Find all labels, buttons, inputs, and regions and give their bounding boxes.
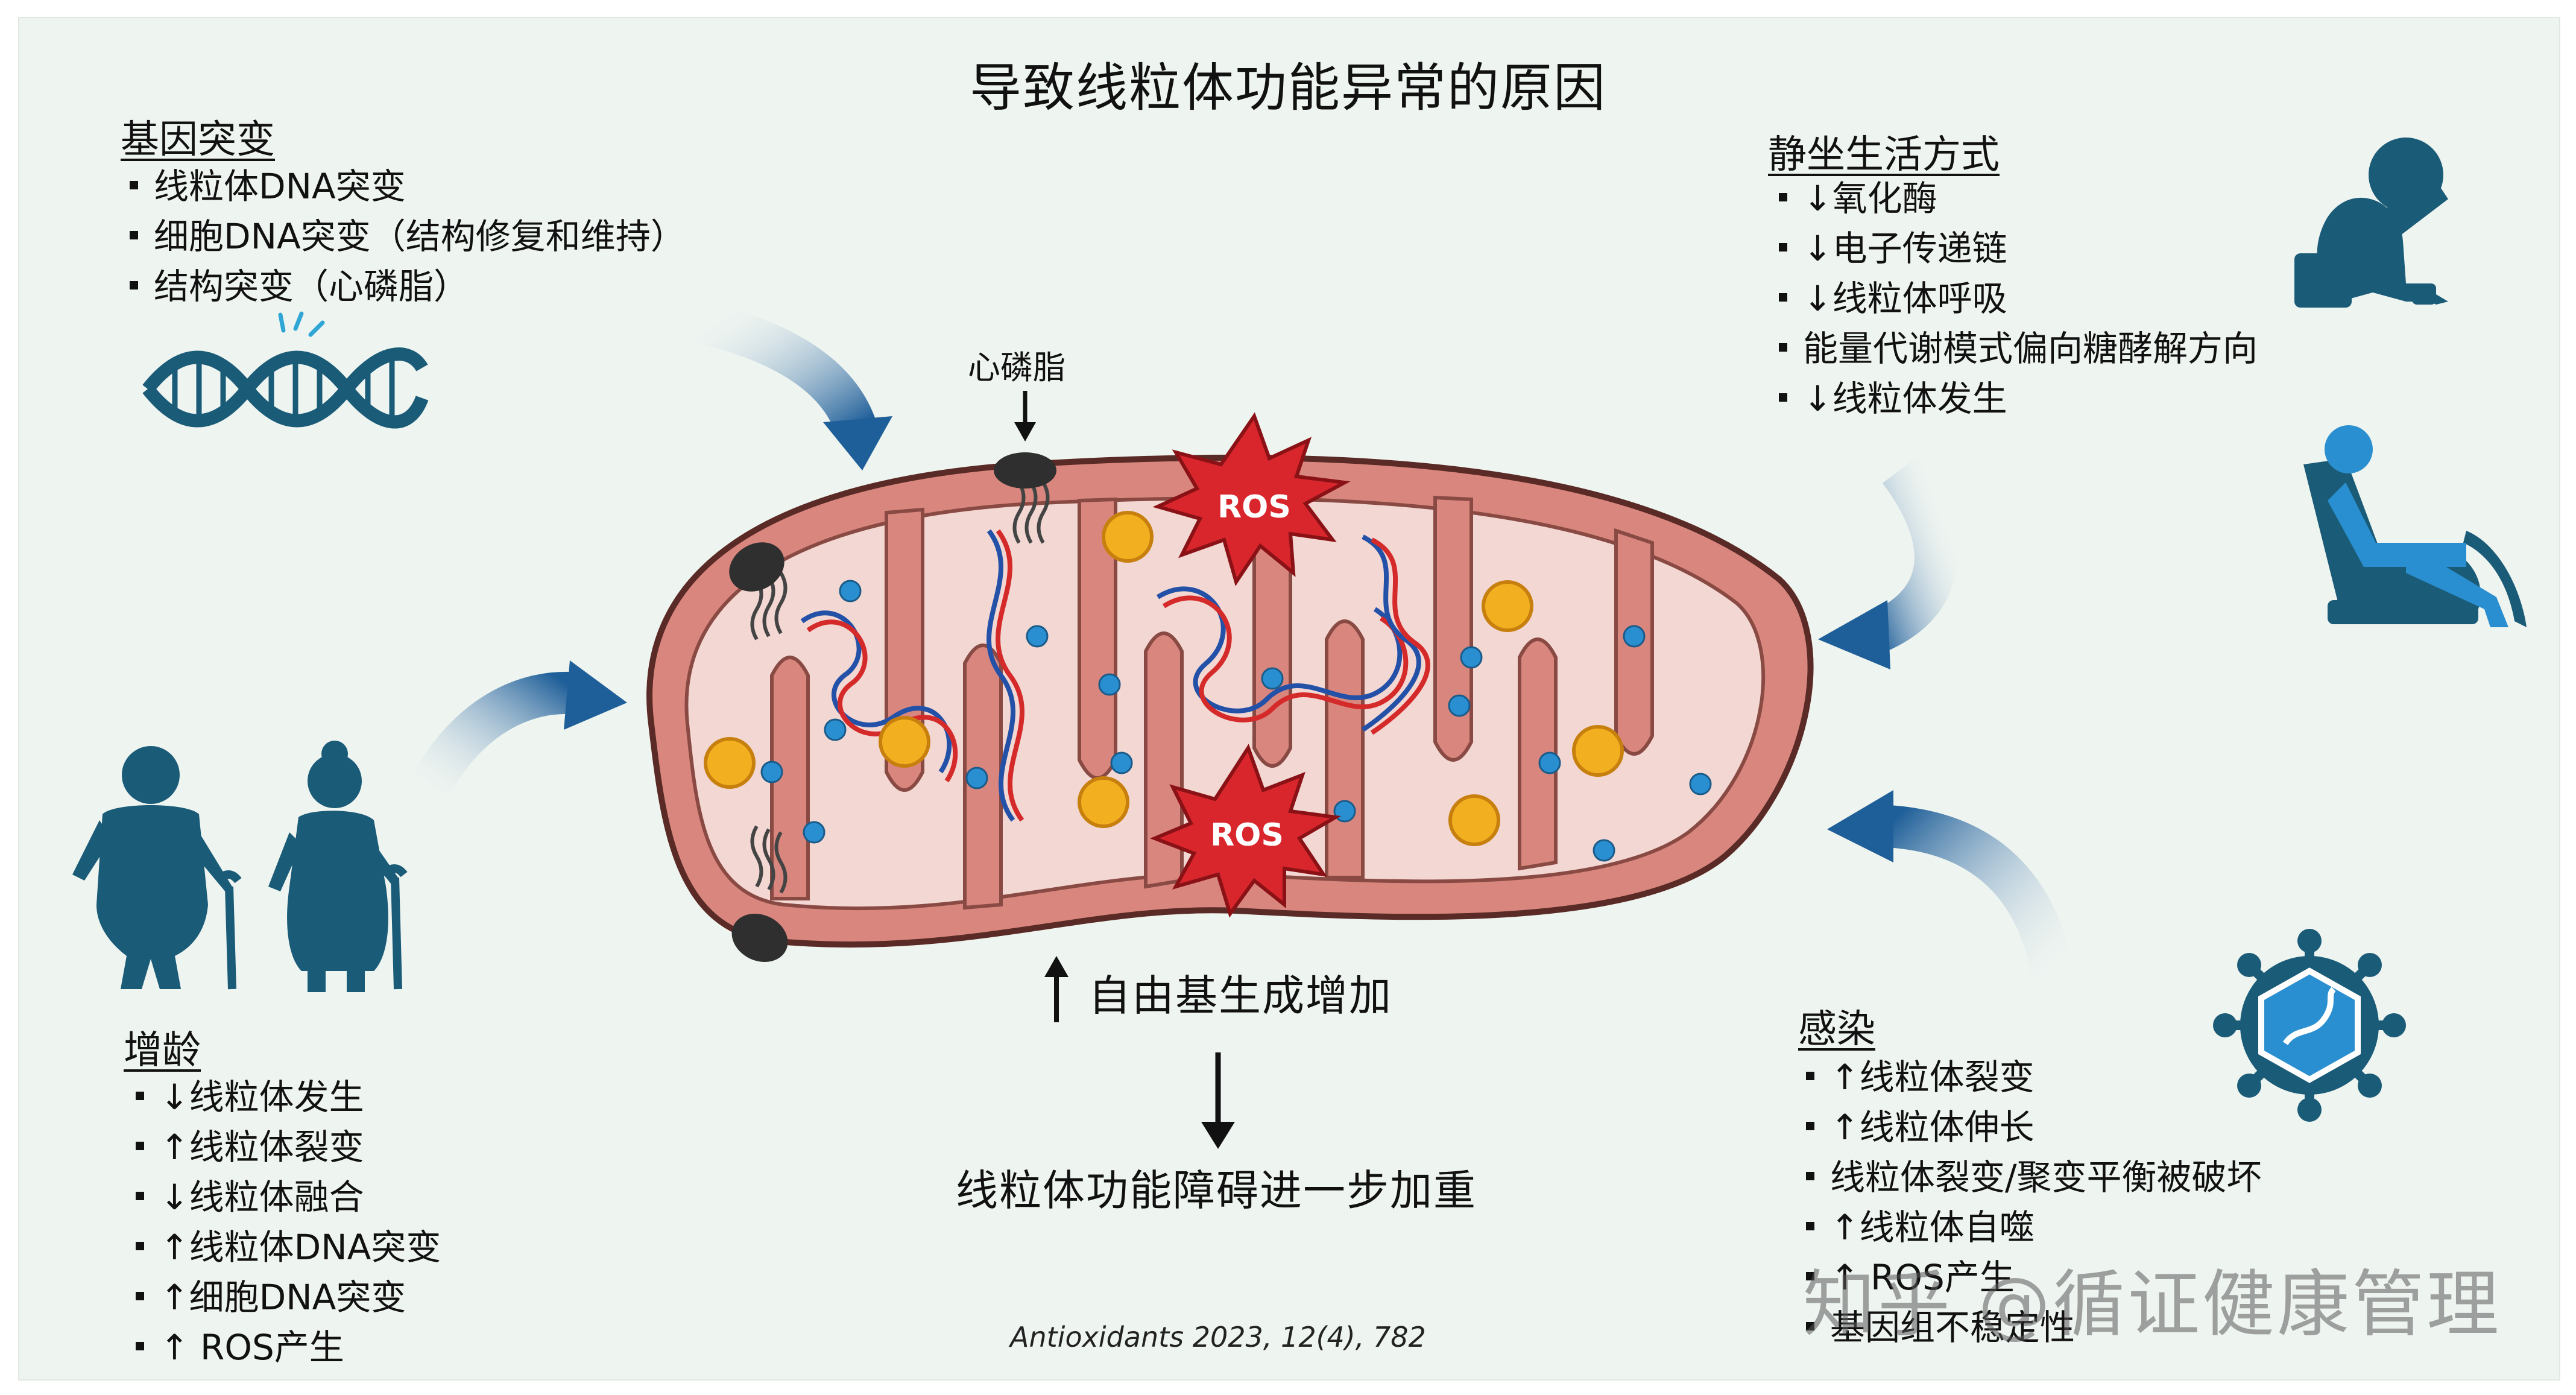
list-item: 线粒体DNA突变 — [130, 162, 686, 212]
list-item: ↑线粒体自噬 — [1806, 1203, 2262, 1253]
reclining-person-icon — [2303, 425, 2527, 627]
watermark: 知乎 @循证健康管理 — [1803, 1263, 2502, 1347]
ros-label: ROS — [1210, 817, 1284, 853]
arrow-infection — [1827, 790, 2077, 998]
infection-list: ↑线粒体裂变 ↑线粒体伸长 线粒体裂变/聚变平衡被破坏 ↑线粒体自噬 ↑ ROS… — [1806, 1052, 2262, 1353]
list-item: ↑线粒体裂变 — [136, 1122, 441, 1172]
arrow-sedentary — [1818, 458, 1957, 669]
cardiolipin-complexes — [729, 452, 1056, 962]
arrow-genetic — [683, 299, 892, 470]
arrow-aging — [403, 660, 627, 812]
ros-burst-bottom: ROS — [1149, 744, 1342, 918]
sedentary-heading: 静坐生活方式 — [1768, 133, 2000, 177]
up-arrow-icon — [1044, 956, 1069, 1022]
list-item: 能量代谢模式偏向糖酵解方向 — [1779, 324, 2258, 374]
list-item: ↑ ROS产生 — [136, 1323, 441, 1373]
list-item: ↓线粒体发生 — [1779, 374, 2258, 424]
dna-icon — [142, 311, 429, 429]
elderly-couple-icon — [72, 741, 408, 992]
mitochondrion: ROS ROS — [646, 412, 1814, 962]
list-item: ↓线粒体呼吸 — [1779, 274, 2258, 324]
sedentary-list: ↓氧化酶 ↓电子传递链 ↓线粒体呼吸 能量代谢模式偏向糖酵解方向 ↓线粒体发生 — [1779, 174, 2258, 424]
genetic-list: 线粒体DNA突变 细胞DNA突变（结构修复和维持） 结构突变（心磷脂） — [130, 162, 686, 312]
list-item: ↓氧化酶 — [1779, 174, 2258, 224]
list-item: ↓线粒体发生 — [136, 1072, 441, 1122]
genetic-heading: 基因突变 — [121, 118, 275, 162]
list-item: ↑线粒体DNA突变 — [136, 1223, 441, 1273]
list-item: ↑细胞DNA突变 — [136, 1273, 441, 1323]
cardiolipin-label: 心磷脂 — [968, 349, 1065, 387]
infection-heading: 感染 — [1798, 1007, 1875, 1052]
down-arrow-icon — [1201, 1052, 1235, 1149]
ros-label: ROS — [1217, 489, 1291, 525]
cardiolipin-arrow — [1014, 391, 1036, 441]
dysfunction-result-text: 线粒体功能障碍进一步加重 — [956, 1166, 1477, 1215]
list-item: 细胞DNA突变（结构修复和维持） — [130, 212, 686, 262]
list-item: ↑ ROS产生 — [1806, 1253, 2262, 1303]
aging-list: ↓线粒体发生 ↑线粒体裂变 ↓线粒体融合 ↑线粒体DNA突变 ↑细胞DNA突变 … — [136, 1072, 441, 1373]
citation: Antioxidants 2023, 12(4), 782 — [1010, 1321, 1426, 1353]
list-item: 结构突变（心磷脂） — [130, 262, 686, 312]
ros-burst-top: ROS — [1152, 412, 1351, 587]
sitting-person-icon — [2294, 138, 2448, 308]
list-item: ↓线粒体融合 — [136, 1172, 441, 1223]
list-item: ↓电子传递链 — [1779, 224, 2258, 274]
list-item: 线粒体裂变/聚变平衡被破坏 — [1806, 1153, 2262, 1203]
diagram-title: 导致线粒体功能异常的原因 — [970, 58, 1606, 118]
list-item: ↑线粒体伸长 — [1806, 1102, 2262, 1153]
aging-heading: 增龄 — [124, 1028, 201, 1073]
free-radical-text: 自由基生成增加 — [1088, 971, 1392, 1020]
list-item: 基因组不稳定性 — [1806, 1303, 2262, 1353]
virus-icon — [2213, 929, 2406, 1122]
list-item: ↑线粒体裂变 — [1806, 1052, 2262, 1102]
